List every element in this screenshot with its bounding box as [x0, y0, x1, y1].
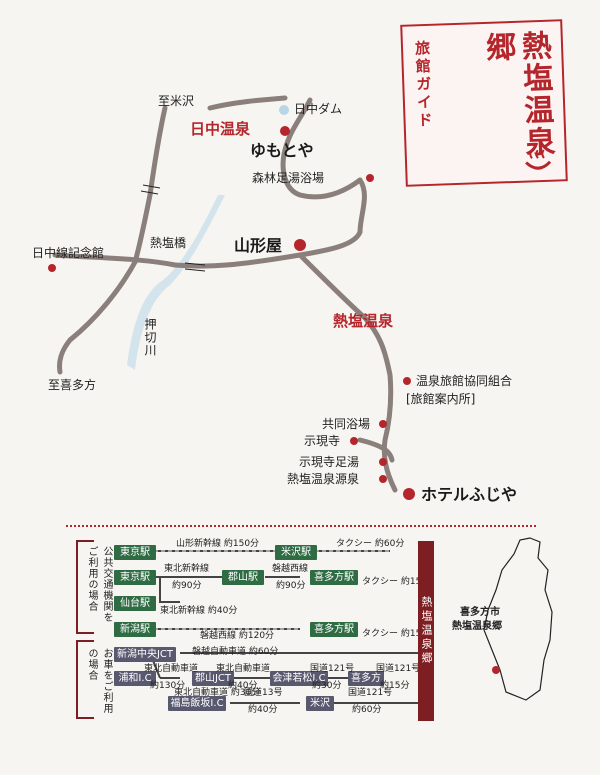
- label-nicchusen-kinenkan: 日中線記念館: [32, 246, 105, 260]
- label-yonezawa: 至米沢: [158, 94, 195, 108]
- seg-s3: 東北新幹線: [164, 564, 210, 574]
- seg-s9: 磐越西線 約120分: [200, 631, 275, 641]
- river: [127, 195, 225, 370]
- label-yumotoya: ゆもとや: [250, 141, 314, 160]
- seg-c9: 約15分: [380, 681, 410, 691]
- seg-c10: 東北自動車道 約30分: [174, 688, 261, 698]
- seg-c5: 約40分: [228, 681, 258, 691]
- inset-label-atsushio: 熱塩温泉郷: [452, 621, 502, 632]
- node-sendai: 仙台駅: [114, 596, 156, 611]
- label-kitakata: 至喜多方: [48, 378, 97, 392]
- label-ryokan-kumiai: 温泉旅館協同組合: [416, 374, 513, 388]
- seg-s4: 約90分: [172, 581, 202, 591]
- map-points: [48, 126, 415, 500]
- point-fujiya: [403, 488, 415, 500]
- node-tokyo-2: 東京駅: [114, 570, 156, 585]
- title-stamp: 熱塩温泉郷 旅館ガイド: [400, 19, 568, 187]
- seg-s6: 約90分: [276, 581, 306, 591]
- label-kyodo-yokujo: 共同浴場: [322, 417, 371, 431]
- seg-c8: 国道121号: [376, 664, 421, 674]
- label-jigenji: 示現寺: [304, 434, 341, 448]
- node-kitakata-car: 喜多方: [348, 671, 384, 686]
- seg-s7: タクシー 約15分: [362, 577, 431, 587]
- seg-c2: 東北自動車道: [144, 664, 199, 674]
- seg-c7: 約30分: [312, 681, 342, 691]
- node-aizuwakamatsu: 会津若松I.C: [270, 671, 328, 686]
- node-tokyo: 東京駅: [114, 545, 156, 560]
- label-atsushio-onsen: 熱塩温泉: [333, 312, 394, 330]
- seg-s2: タクシー 約60分: [336, 539, 405, 549]
- label-atsushiobashi: 熱塩橋: [150, 236, 187, 250]
- seg-c4: 東北自動車道: [216, 664, 271, 674]
- seg-c11: 国道13号: [244, 688, 283, 698]
- node-kitakata-2: 喜多方駅: [310, 622, 358, 637]
- seg-c13: 国道121号: [348, 688, 393, 698]
- inset-map: [483, 537, 553, 701]
- point-jigenji: [350, 437, 358, 445]
- label-ryokan-annaisho: [旅館案内所]: [406, 392, 476, 406]
- point-gensen: [379, 475, 387, 483]
- dam-icon: [279, 105, 289, 115]
- node-koriyama-jct: 郡山JCT: [192, 671, 234, 686]
- node-niigata: 新潟駅: [114, 622, 156, 637]
- seg-c3: 約130分: [150, 681, 186, 691]
- area-map: [48, 95, 415, 500]
- node-kitakata: 喜多方駅: [310, 570, 358, 585]
- label-jigenji-ashiyu: 示現寺足湯: [299, 455, 360, 469]
- label-nicchu-dam: 日中ダム: [294, 102, 343, 116]
- node-yonezawa: 米沢駅: [275, 545, 317, 560]
- label-shinrin-ashiyu: 森林足湯浴場: [252, 171, 325, 185]
- public-category-label: 公共交通機関をご利用の場合: [86, 546, 112, 623]
- seg-s5: 磐越西線: [272, 564, 309, 574]
- inset-location: [492, 666, 500, 674]
- seg-c14: 約60分: [352, 705, 382, 715]
- label-fujiya: ホテルふじや: [421, 485, 518, 504]
- car-category-bracket: [76, 640, 94, 719]
- seg-c12: 約40分: [248, 705, 278, 715]
- section-divider: [66, 525, 536, 527]
- roads: [52, 95, 398, 493]
- seg-s10: タクシー 約15分: [362, 629, 431, 639]
- node-fukushima: 福島飯坂I.C: [168, 696, 226, 711]
- node-koriyama: 郡山駅: [222, 570, 264, 585]
- car-category-label: お車をご利用の場合: [86, 648, 112, 714]
- label-oshikirigawa: 押切川: [143, 318, 157, 357]
- point-yumotoya: [280, 126, 290, 136]
- label-yamagataya: 山形屋: [234, 236, 283, 255]
- seg-c6: 国道121号: [310, 664, 355, 674]
- seg-s8: 東北新幹線 約40分: [160, 606, 238, 616]
- destination-bar: 熱塩温泉郷: [418, 541, 434, 721]
- point-shinrin-ashiyu: [366, 174, 374, 182]
- point-nicchusen-kinenkan: [48, 264, 56, 272]
- node-niigata-jct: 新潟中央JCT: [114, 647, 176, 662]
- point-yamagataya: [294, 239, 306, 251]
- point-kyodo-yokujo: [379, 420, 387, 428]
- stamp-subtitle: 旅館ガイド: [412, 39, 434, 131]
- inset-label-kitakata: 喜多方市: [460, 607, 500, 618]
- seg-c1: 磐越自動車道 約60分: [192, 647, 279, 657]
- label-nicchu-onsen: 日中温泉: [190, 120, 251, 138]
- point-jigenji-ashiyu: [379, 458, 387, 466]
- node-yonezawa-car: 米沢: [306, 696, 334, 711]
- label-gensen: 熱塩温泉源泉: [287, 472, 360, 486]
- public-category-bracket: [76, 540, 94, 634]
- node-urawa: 浦和I.C: [114, 671, 156, 686]
- onsen-icon: [525, 149, 552, 170]
- seg-s1: 山形新幹線 約150分: [176, 539, 260, 549]
- road-breaks: [140, 184, 206, 272]
- point-ryokan-kumiai: [403, 377, 411, 385]
